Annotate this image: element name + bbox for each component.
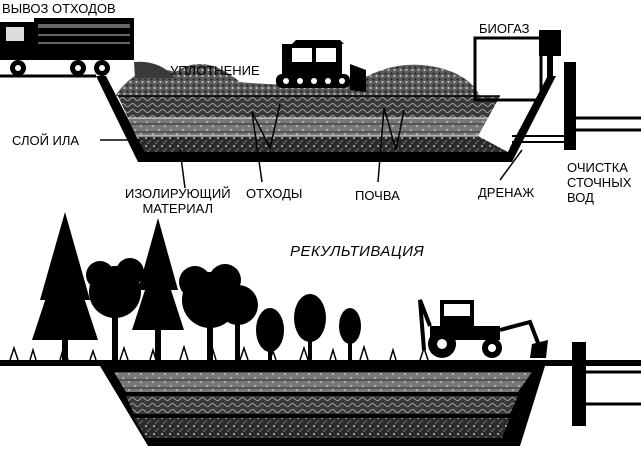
- tree-icon: [32, 212, 361, 360]
- soil-label: ПОЧВА: [355, 188, 400, 203]
- waste-removal-label: ВЫВОЗ ОТХОДОВ: [2, 1, 116, 16]
- insulating-material-label: ИЗОЛИРУЮЩИЙ МАТЕРИАЛ: [125, 186, 231, 216]
- grass-icon: [9, 343, 429, 361]
- soil-layer: [128, 118, 488, 136]
- tractor-excavator-icon: [418, 299, 548, 358]
- buried-waste-layer: [126, 396, 518, 414]
- bulldozer-icon: [276, 40, 366, 92]
- biogas-label: БИОГАЗ: [479, 21, 530, 36]
- drainage-pipe-icon: [512, 62, 641, 150]
- landfill-pit: [0, 64, 556, 162]
- drainage-label: ДРЕНАЖ: [478, 185, 535, 200]
- bottom-sludge-layer: [134, 418, 510, 438]
- waste-label: ОТХОДЫ: [246, 186, 303, 201]
- wastewater-treatment-label: ОЧИСТКА СТОЧНЫХ ВОД: [567, 160, 632, 205]
- cover-soil-layer: [114, 372, 532, 392]
- compaction-label: УПЛОТНЕНИЕ: [170, 63, 260, 78]
- biogas-collector-icon: [473, 30, 561, 152]
- waste-mound: [115, 64, 480, 96]
- sludge-layer: [136, 136, 508, 152]
- recultivated-landfill: [0, 342, 641, 446]
- recultivation-title: РЕКУЛЬТИВАЦИЯ: [290, 243, 425, 260]
- dump-truck-icon: [0, 18, 175, 78]
- sludge-layer-label: СЛОЙ ИЛА: [12, 133, 80, 148]
- waste-layer: [118, 96, 500, 118]
- pointer-lines: [100, 103, 523, 189]
